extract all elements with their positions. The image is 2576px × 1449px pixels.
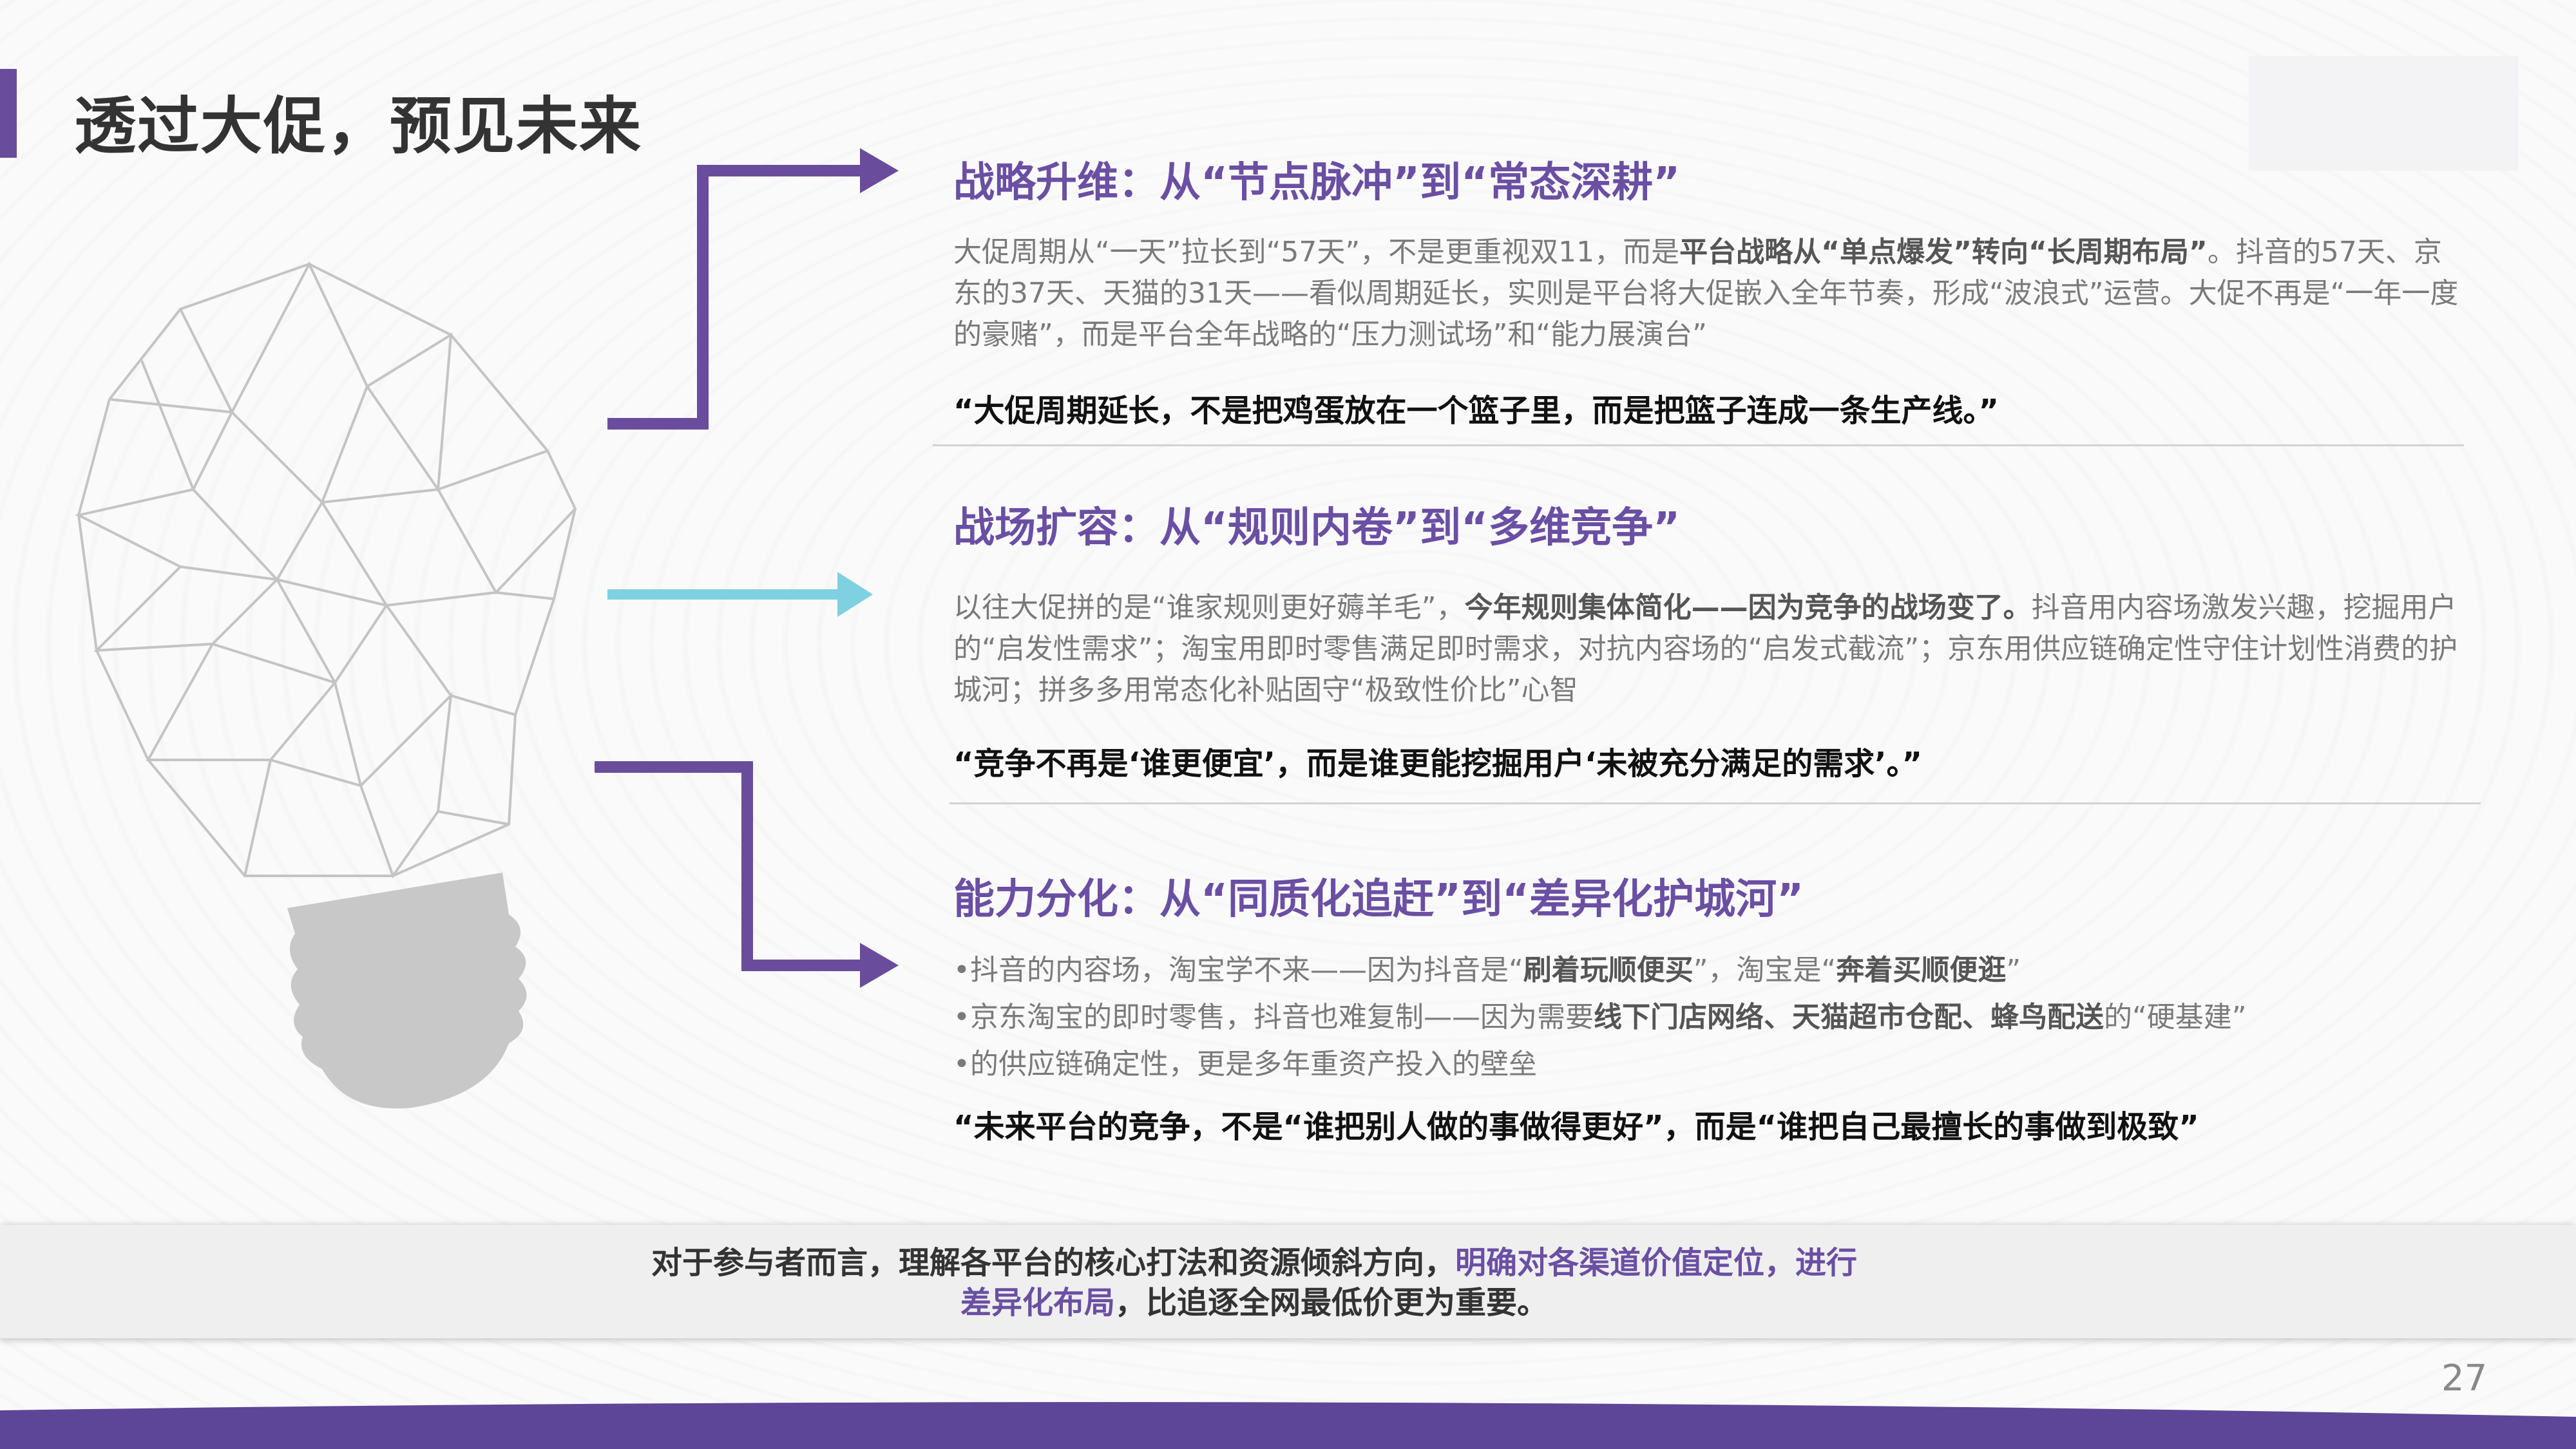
bullet-item: •京东淘宝的即时零售，抖音也难复制——因为需要线下门店网络、天猫超市仓配、蜂鸟配…	[953, 994, 2247, 1041]
emphasis-text: 明确对各渠道价值定位，进行差异化布局	[960, 1245, 1858, 1321]
arrow-battlefield-icon	[607, 572, 873, 617]
section-heading-strategy: 战略升维：从“节点脉冲”到“常态深耕”	[953, 159, 1681, 207]
lightbulb-wireframe-icon	[75, 261, 577, 879]
conclusion-text: 对于参与者而言，理解各平台的核心打法和资源倾斜方向，明确对各渠道价值定位，进行差…	[636, 1243, 1873, 1323]
text-segment: •的供应链确定性，更是多年重资产投入的壁垒	[953, 1048, 1537, 1081]
emphasis-text: 刷着玩顺便买	[1523, 954, 1693, 987]
section-bullets-capability: •抖音的内容场，淘宝学不来——因为抖音是“刷着玩顺便买”，淘宝是“奔着买顺便逛”…	[953, 947, 2247, 1088]
arrow-capability-icon	[595, 761, 899, 988]
section-body-battlefield: 以往大促拼的是“谁家规则更好薅羊毛”，今年规则集体简化——因为竞争的战场变了。抖…	[953, 587, 2461, 711]
text-segment: 大促周期从“一天”拉长到“57天”，不是更重视双11，而是	[953, 236, 1680, 269]
text-segment: 以往大促拼的是“谁家规则更好薅羊毛”，	[953, 591, 1465, 624]
page-number: 27	[2441, 1358, 2488, 1399]
section-quote-battlefield: “竞争不再是‘谁更便宜’，而是谁更能挖掘用户‘未被充分满足的需求’。”	[953, 746, 1923, 782]
text-segment: 抖音用内容场激发兴趣，挖掘用户的“启发性需求”；淘宝用即时零售满足即时需求，对抗…	[953, 591, 2458, 706]
text-segment: 的“硬基建”	[2103, 1001, 2247, 1034]
section-heading-battlefield: 战场扩容：从“规则内卷”到“多维竞争”	[953, 504, 1681, 552]
emphasis-text: 线下门店网络、天猫超市仓配、蜂鸟配送	[1593, 1001, 2104, 1034]
text-segment: ，比追逐全网最低价更为重要。	[1115, 1285, 1549, 1321]
text-segment: 。抖音的57天、京东的37天、天猫的31天——看似周期延长，实则是平台将大促嵌入…	[953, 236, 2459, 351]
emphasis-text: 今年规则集体简化——因为竞争的战场变了。	[1464, 591, 2032, 624]
bottom-purple-wave	[0, 1402, 2576, 1449]
emphasis-text: 奔着买顺便逛	[1836, 954, 2007, 987]
lightbulb-base-icon	[287, 873, 527, 1109]
section-heading-capability: 能力分化：从“同质化追赶”到“差异化护城河”	[953, 876, 1804, 923]
arrow-strategy-icon	[607, 148, 899, 430]
text-segment: ”	[2006, 954, 2021, 987]
text-segment: •抖音的内容场，淘宝学不来——因为抖音是“	[953, 954, 1523, 987]
page-title: 透过大促，预见未来	[74, 90, 642, 162]
title-accent-bar	[0, 69, 17, 158]
text-segment: 对于参与者而言，理解各平台的核心打法和资源倾斜方向，	[651, 1245, 1455, 1281]
text-segment: ”，淘宝是“	[1693, 954, 1837, 987]
section-quote-strategy: “大促周期延长，不是把鸡蛋放在一个篮子里，而是把篮子连成一条生产线。”	[953, 393, 1999, 429]
emphasis-text: 平台战略从“单点爆发”转向“长周期布局”	[1679, 236, 2208, 269]
section-quote-capability: “未来平台的竞争，不是“谁把别人做的事做得更好”，而是“谁把自己最擅长的事做到极…	[953, 1109, 2199, 1145]
divider	[933, 444, 2464, 446]
section-body-strategy: 大促周期从“一天”拉长到“57天”，不是更重视双11，而是平台战略从“单点爆发”…	[953, 232, 2461, 355]
conclusion-banner	[0, 1225, 2576, 1338]
bullet-item: •的供应链确定性，更是多年重资产投入的壁垒	[953, 1041, 2247, 1088]
bullet-item: •抖音的内容场，淘宝学不来——因为抖音是“刷着玩顺便买”，淘宝是“奔着买顺便逛”	[953, 947, 2247, 994]
placeholder-box	[2249, 56, 2519, 171]
divider	[949, 802, 2481, 804]
text-segment: •京东淘宝的即时零售，抖音也难复制——因为需要	[953, 1001, 1594, 1034]
